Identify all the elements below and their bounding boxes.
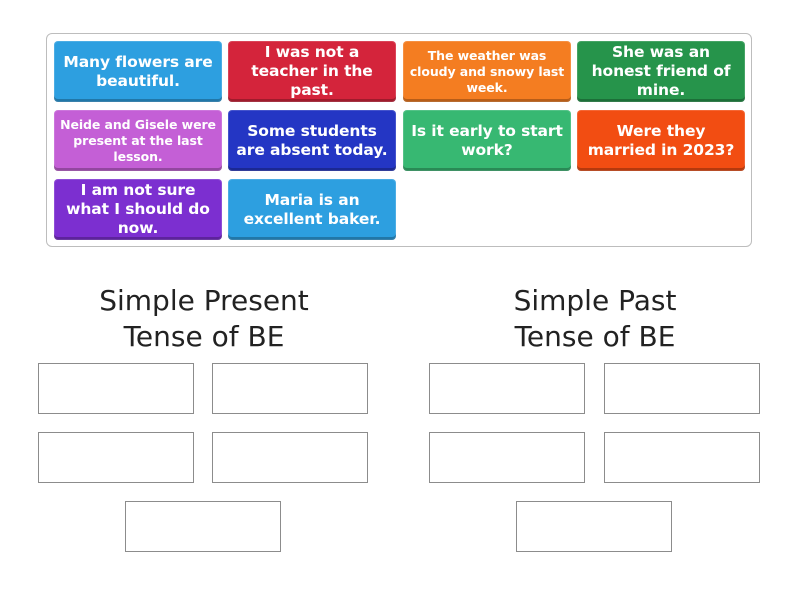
drop-slot-past[interactable] <box>429 432 585 483</box>
drop-slot-present[interactable] <box>212 363 368 414</box>
drop-slot-past[interactable] <box>516 501 672 552</box>
answer-card[interactable]: The weather was cloudy and snowy last we… <box>403 41 571 102</box>
group-title-line: Simple Present <box>99 284 309 317</box>
group-title-line: Tense of BE <box>514 320 676 353</box>
drop-slot-present[interactable] <box>125 501 281 552</box>
drop-slot-past[interactable] <box>604 432 760 483</box>
answer-card[interactable]: Is it early to start work? <box>403 110 571 171</box>
group-title-past: Simple Past Tense of BE <box>445 283 745 355</box>
answer-card[interactable]: I was not a teacher in the past. <box>228 41 396 102</box>
group-title-present: Simple Present Tense of BE <box>54 283 354 355</box>
drop-slot-present[interactable] <box>212 432 368 483</box>
group-title-line: Tense of BE <box>123 320 285 353</box>
answer-card[interactable]: She was an honest friend of mine. <box>577 41 745 102</box>
answer-card[interactable]: Some students are absent today. <box>228 110 396 171</box>
drop-slot-past[interactable] <box>604 363 760 414</box>
answer-card[interactable]: Were they married in 2023? <box>577 110 745 171</box>
group-title-line: Simple Past <box>513 284 677 317</box>
drop-slot-present[interactable] <box>38 363 194 414</box>
answer-card[interactable]: I am not sure what I should do now. <box>54 179 222 240</box>
drop-slot-present[interactable] <box>38 432 194 483</box>
answer-card[interactable]: Neide and Gisele were present at the las… <box>54 110 222 171</box>
drop-slot-past[interactable] <box>429 363 585 414</box>
answer-card[interactable]: Maria is an excellent baker. <box>228 179 396 240</box>
answer-card[interactable]: Many flowers are beautiful. <box>54 41 222 102</box>
